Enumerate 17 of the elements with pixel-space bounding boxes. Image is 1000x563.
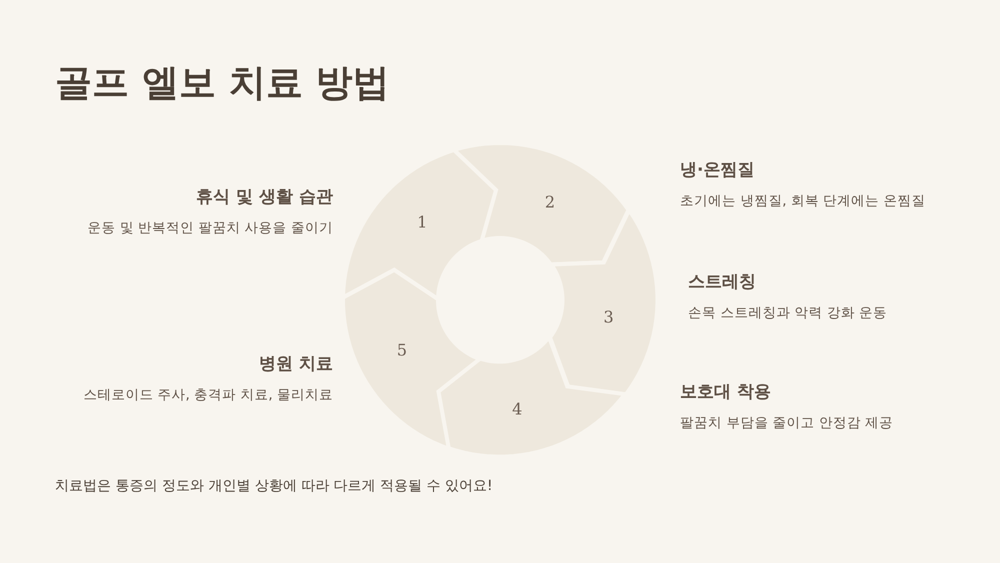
step-number: 1: [417, 212, 428, 232]
step-heading: 병원 치료: [259, 353, 333, 375]
step-number: 2: [544, 192, 556, 212]
step-description: 팔꿈치 부담을 줄이고 안정감 제공: [680, 414, 894, 432]
step-heading: 휴식 및 생활 습관: [196, 186, 333, 208]
step-heading: 스트레칭: [688, 271, 756, 293]
footnote: 치료법은 통증의 정도와 개인별 상황에 따라 다르게 적용될 수 있어요!: [55, 477, 493, 495]
step-description: 손목 스트레칭과 악력 강화 운동: [688, 304, 888, 322]
step-description: 스테로이드 주사, 충격파 치료, 물리치료: [83, 386, 333, 404]
step-description: 초기에는 냉찜질, 회복 단계에는 온찜질: [680, 192, 926, 210]
step-number: 3: [604, 308, 614, 327]
title: 골프 엘보 치료 방법: [55, 60, 390, 106]
step-heading: 냉·온찜질: [680, 159, 754, 181]
step-number: 5: [396, 340, 408, 360]
step-number: 4: [512, 399, 522, 418]
step-description: 운동 및 반복적인 팔꿈치 사용을 줄이기: [88, 219, 333, 237]
step-heading: 보호대 착용: [680, 381, 771, 403]
